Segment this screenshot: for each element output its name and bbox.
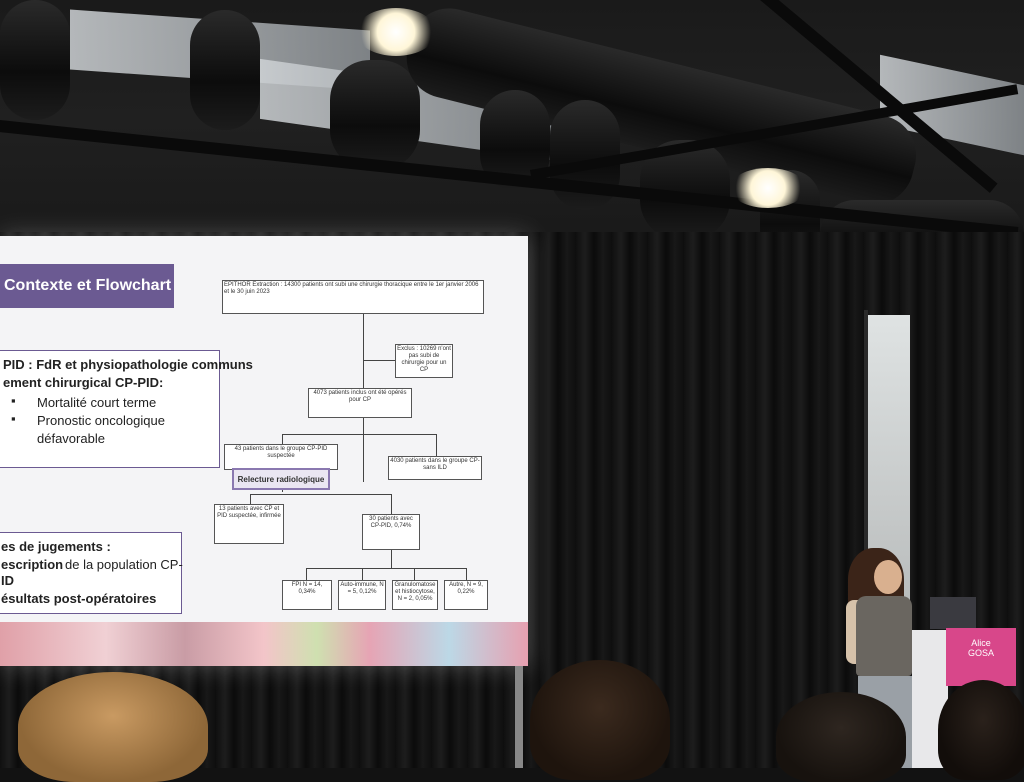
audience-head xyxy=(776,692,906,782)
flow-connector xyxy=(363,360,395,361)
speaker-first-name: Alice xyxy=(971,638,991,648)
context-bullet: défavorable xyxy=(37,431,105,446)
criteria-line: escription xyxy=(1,557,64,572)
ceiling-light xyxy=(730,168,806,208)
speaker-last-name: GOSA xyxy=(967,648,994,658)
presenter-face xyxy=(874,560,902,594)
flow-connector xyxy=(282,434,437,435)
context-bullet: Pronostic oncologique xyxy=(37,413,165,428)
projection-screen: Contexte et Flowchart PID : FdR et physi… xyxy=(0,236,528,666)
criteria-line: de la population CP- xyxy=(65,557,183,572)
slide-title: Contexte et Flowchart xyxy=(0,264,174,308)
audience-head xyxy=(938,680,1024,780)
flow-connector xyxy=(282,434,283,444)
flow-box-exclus: Exclus : 10269 n'ont pas subi de chirurg… xyxy=(395,344,453,378)
flow-connector xyxy=(362,568,363,580)
flow-box-confirmed: 30 patients avec CP-PID, 0,74% xyxy=(362,514,420,550)
context-line: PID : FdR et physiopathologie communs xyxy=(3,357,253,372)
window-frame xyxy=(864,310,868,610)
criteria-line: ésultats post-opératoires xyxy=(1,591,157,606)
air-duct xyxy=(330,60,420,170)
screen-stand xyxy=(515,666,523,768)
flow-connector xyxy=(250,494,251,504)
criteria-heading: es de jugements : xyxy=(1,539,111,554)
flow-box-autre: Autre, N = 9, 0,22% xyxy=(444,580,488,610)
flow-box-included: 4073 patients inclus ont été opérés pour… xyxy=(308,388,412,418)
presenter-top xyxy=(856,596,912,676)
ceiling-light xyxy=(356,8,436,56)
air-duct xyxy=(0,0,70,120)
audience-head xyxy=(18,672,208,782)
flow-box-cp-pid: 43 patients dans le groupe CP-PID suspec… xyxy=(224,444,338,470)
flow-box-granulomatose: Granulomatose et histiocytose, N = 2, 0,… xyxy=(392,580,438,610)
flow-box-fpi: FPI N = 14, 0,34% xyxy=(282,580,332,610)
flow-connector xyxy=(391,550,392,568)
context-bullet: Mortalité court terme xyxy=(37,395,157,410)
context-box: PID : FdR et physiopathologie communs em… xyxy=(0,350,253,468)
context-line: ement chirurgical CP-PID: xyxy=(3,375,164,390)
bullet-marker: ▪ xyxy=(11,393,16,408)
flow-box-cp-sans-ild: 4030 patients dans le groupe CP- sans IL… xyxy=(388,456,482,480)
audience-head xyxy=(530,660,670,780)
slide-decorative-band xyxy=(0,622,528,666)
air-duct xyxy=(190,10,260,130)
flow-connector xyxy=(436,434,437,456)
flow-box-auto-immune: Auto-immune, N = 5, 0,12% xyxy=(338,580,386,610)
criteria-box: es de jugements : escription de la popul… xyxy=(0,532,183,614)
bullet-marker: ▪ xyxy=(11,411,16,426)
flow-connector xyxy=(466,568,467,580)
criteria-line: ID xyxy=(1,573,14,588)
flow-connector xyxy=(250,494,392,495)
flow-connector xyxy=(306,568,307,580)
speaker-name-sign: Alice GOSA xyxy=(946,628,1016,686)
laptop xyxy=(930,597,976,629)
flow-box-relecture: Relecture radiologique xyxy=(232,468,330,490)
flow-connector xyxy=(414,568,415,580)
flow-box-extraction: EPITHOR Extraction : 14300 patients ont … xyxy=(222,280,484,314)
flow-connector xyxy=(306,568,466,569)
flow-box-infirmee: 13 patients avec CP et PID suspectée, in… xyxy=(214,504,284,544)
flow-connector xyxy=(391,494,392,514)
